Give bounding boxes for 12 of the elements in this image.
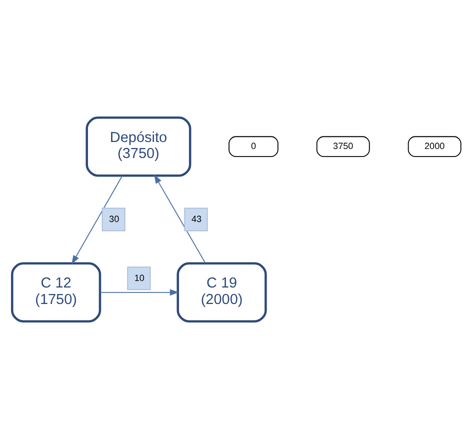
arrow	[72, 175, 123, 264]
node-box: 2000	[408, 136, 462, 158]
node-box: C 19 (2000)	[176, 262, 267, 323]
node-box: 3750	[316, 136, 370, 158]
node-box: 0	[228, 136, 278, 158]
edge-label: 10	[134, 273, 144, 284]
edge-label: 30	[109, 214, 120, 224]
node-box: Depósito (3750)	[86, 116, 192, 177]
edge-label: 43	[191, 214, 202, 224]
arrow	[154, 174, 206, 264]
arrow	[100, 289, 179, 296]
node-box: C 12 (1750)	[11, 262, 102, 323]
